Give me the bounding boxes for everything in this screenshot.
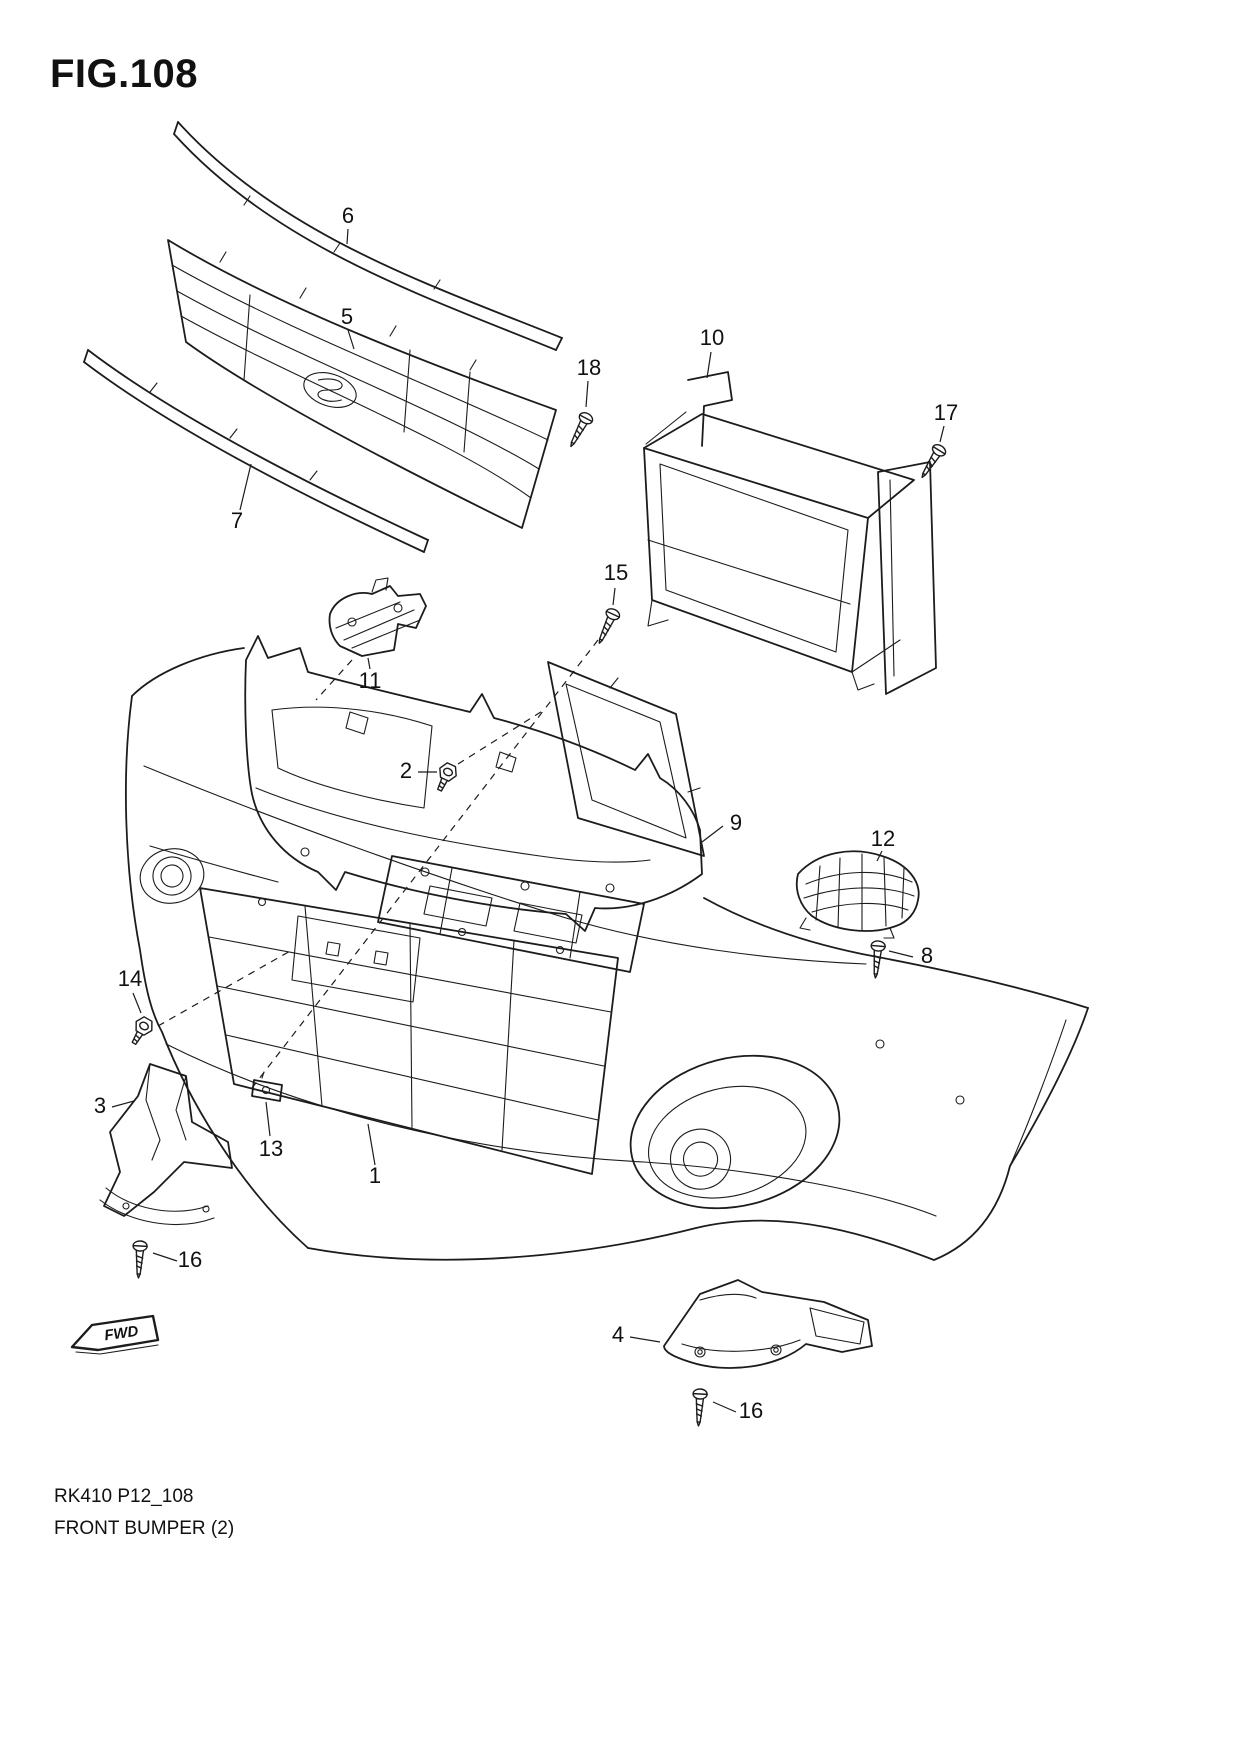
callout-5: 5 [341, 304, 353, 329]
callout-17: 17 [934, 400, 958, 425]
part-16-screw-right [690, 1387, 709, 1428]
part-11-bracket [328, 577, 427, 657]
callout-11: 11 [359, 668, 382, 693]
part-6-upper-molding [173, 121, 563, 351]
part-10-side-plate [877, 461, 937, 695]
callout-7: 7 [231, 508, 243, 533]
part-13-clip [251, 1071, 283, 1102]
fwd-marker: FWD [70, 1314, 160, 1355]
callout-12: 12 [871, 826, 895, 851]
callout-1: 1 [369, 1163, 381, 1188]
callout-14: 14 [118, 966, 142, 991]
part-1-bumper-fascia [124, 647, 1089, 1261]
part-4-deflector [663, 1279, 873, 1369]
callout-13: 13 [259, 1136, 283, 1161]
callout-16-right: 16 [739, 1398, 763, 1423]
callout-6: 6 [342, 203, 354, 228]
part-18-screw [564, 409, 596, 451]
part-3-bracket [99, 1063, 233, 1225]
callout-8: 8 [921, 943, 933, 968]
reference-code: RK410 P12_108 [54, 1486, 194, 1507]
part-14-bolt [125, 1013, 157, 1049]
figure-title: FIG.108 [50, 52, 199, 96]
fasteners [125, 409, 949, 1428]
part-7-lower-molding [83, 349, 429, 553]
callout-leaders [111, 228, 945, 1413]
part-8-screw [867, 939, 887, 980]
callout-4: 4 [612, 1322, 624, 1347]
figure-caption: FRONT BUMPER (2) [54, 1518, 235, 1539]
callout-10: 10 [700, 325, 724, 350]
part-5-grille [167, 239, 557, 529]
bumper-inner-reinforcement [244, 635, 703, 932]
part-10-air-guide [643, 371, 915, 691]
alignment-dashes [157, 639, 599, 1089]
callout-numbers: 6 5 18 10 17 7 15 11 2 9 12 8 14 3 13 1 … [94, 203, 958, 1423]
part-17-screw [915, 441, 949, 482]
callout-16-left: 16 [178, 1247, 202, 1272]
callout-18: 18 [577, 355, 601, 380]
center-grille-insert [377, 855, 645, 973]
callout-9: 9 [730, 810, 742, 835]
callout-2: 2 [400, 758, 412, 783]
part-12-bracket [795, 850, 920, 939]
part-2-bolt [430, 760, 461, 795]
callout-3: 3 [94, 1093, 106, 1118]
callout-15: 15 [604, 560, 628, 585]
part-16-screw-left [130, 1239, 149, 1280]
fwd-label: FWD [103, 1323, 139, 1345]
part-9-panel [547, 661, 705, 857]
